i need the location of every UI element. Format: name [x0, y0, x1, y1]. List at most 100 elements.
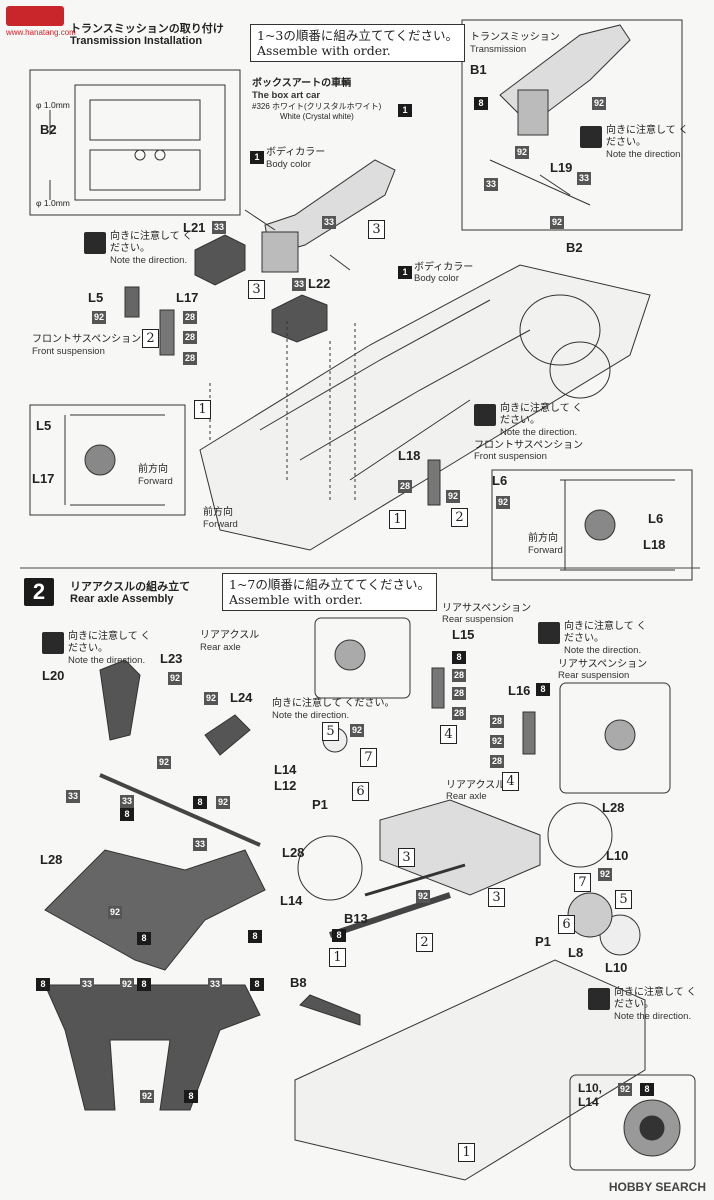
- part-label: L17: [176, 290, 199, 305]
- note-direction-icon: [588, 988, 610, 1010]
- part-tag: 33: [66, 790, 80, 803]
- box-art-color-en: White (Crystal white): [280, 112, 354, 121]
- forward-en-1: Forward: [138, 476, 173, 487]
- forward-jp-1: 前方向: [138, 464, 168, 475]
- footer-watermark: HOBBY SEARCH: [608, 1180, 706, 1194]
- order-number: 4: [502, 772, 519, 791]
- part-tag: 33: [292, 278, 306, 291]
- part-label: L12: [274, 778, 297, 793]
- drill-label-top: φ 1.0mm: [36, 100, 70, 110]
- part-tag: 28: [183, 311, 197, 324]
- note-jp: 向きに注意して ください。: [614, 987, 697, 1010]
- part-tag: 33: [80, 978, 94, 991]
- box-art-title-jp: ボックスアートの車輌: [252, 78, 352, 89]
- part-label: L18: [398, 448, 421, 463]
- part-tag: 8: [248, 930, 262, 943]
- part-tag: 92: [490, 735, 504, 748]
- part-tag: 33: [193, 838, 207, 851]
- part-tag: 8: [332, 929, 346, 942]
- note-jp: 向きに注意して ください。: [606, 125, 689, 148]
- box-art-color-jp: #326 ホワイト(クリスタルホワイト): [252, 102, 382, 111]
- order-number: 3: [368, 220, 385, 239]
- part-label: L17: [32, 471, 55, 486]
- part-label: L8: [568, 945, 584, 960]
- order-number: 6: [352, 782, 369, 801]
- part-tag: 8: [184, 1090, 198, 1103]
- forward-jp-3: 前方向: [528, 533, 558, 544]
- part-label: L24: [230, 690, 253, 705]
- part-tag: 92: [416, 890, 430, 903]
- part-tag: 28: [490, 755, 504, 768]
- part-tag: 28: [490, 715, 504, 728]
- part-label: L15: [452, 627, 475, 642]
- order-number: 4: [440, 725, 457, 744]
- part-tag: 92: [204, 692, 218, 705]
- forward-jp-2: 前方向: [203, 507, 233, 518]
- box-art-info: ボックスアートの車輌 The box art car #326 ホワイト(クリス…: [252, 78, 412, 121]
- order-number: 3: [488, 888, 505, 907]
- part-label: L28: [40, 852, 63, 867]
- part-tag: 8: [120, 808, 134, 821]
- order-number: 2: [416, 933, 433, 952]
- part-tag: 8: [452, 651, 466, 664]
- front-susp-jp: フロントサスペンション: [32, 334, 142, 345]
- part-label: B13: [344, 911, 368, 926]
- body-color-jp-1: ボディカラー: [266, 147, 326, 158]
- rear-axle-en-2: Rear axle: [446, 791, 487, 802]
- note-en: Note the direction.: [564, 645, 642, 656]
- note-direction-icon: [474, 404, 496, 426]
- watermark-logo: [6, 6, 64, 26]
- order-number: 7: [360, 748, 377, 767]
- part-tag: 92: [140, 1090, 154, 1103]
- body-color-tag-1: 1: [250, 151, 264, 164]
- part-tag: 92: [618, 1083, 632, 1096]
- front-susp-jp-2: フロントサスペンション: [474, 440, 584, 451]
- step2-badge: 2: [24, 578, 54, 606]
- part-label: L28: [602, 800, 625, 815]
- part-label: L20: [42, 668, 65, 683]
- part-label: B2: [40, 122, 57, 137]
- part-tag: 8: [250, 978, 264, 991]
- part-tag: 92: [350, 724, 364, 737]
- part-label: L10: [606, 848, 629, 863]
- part-tag: 28: [452, 707, 466, 720]
- decal-label: L10, L14: [578, 1081, 603, 1109]
- note-jp: 向きに注意して ください。: [564, 621, 647, 644]
- part-tag: 8: [193, 796, 207, 809]
- order-number: 1: [329, 948, 346, 967]
- part-label: L22: [308, 276, 331, 291]
- part-tag: 28: [183, 352, 197, 365]
- note-en: Note the direction.: [110, 255, 188, 266]
- part-tag: 33: [577, 172, 591, 185]
- part-tag: 92: [598, 868, 612, 881]
- rear-susp-jp-1: リアサスペンション: [442, 603, 532, 614]
- part-tag: 92: [592, 97, 606, 110]
- box-art-color-tag: 1: [398, 104, 412, 117]
- note-jp: 向きに注意して ください。: [110, 231, 193, 254]
- box-art-title-en: The box art car: [252, 90, 321, 101]
- body-color-jp-2: ボディカラー: [414, 262, 474, 273]
- transmission-jp: トランスミッション: [470, 32, 560, 43]
- part-label: P1: [535, 934, 551, 949]
- part-tag: 8: [36, 978, 50, 991]
- part-tag: 92: [550, 216, 564, 229]
- part-label: L6: [492, 473, 508, 488]
- part-label: B2: [566, 240, 583, 255]
- part-tag: 33: [208, 978, 222, 991]
- note-en: Note the direction.: [68, 655, 146, 666]
- part-tag: 92: [515, 146, 529, 159]
- part-label: P1: [312, 797, 328, 812]
- front-susp-en: Front suspension: [32, 346, 105, 357]
- part-tag: 92: [496, 496, 510, 509]
- transmission-en: Transmission: [470, 44, 527, 55]
- part-tag: 92: [92, 311, 106, 324]
- order-number: 3: [248, 280, 265, 299]
- part-label: L18: [643, 537, 666, 552]
- step2-order-box: 1~7の順番に組み立ててください。 Assemble with order.: [222, 573, 438, 611]
- order-number: 1: [389, 510, 406, 529]
- forward-en-3: Forward: [528, 545, 563, 556]
- part-label: L10: [605, 960, 628, 975]
- body-color-tag-2: 1: [398, 266, 412, 279]
- note-direction-icon: [580, 126, 602, 148]
